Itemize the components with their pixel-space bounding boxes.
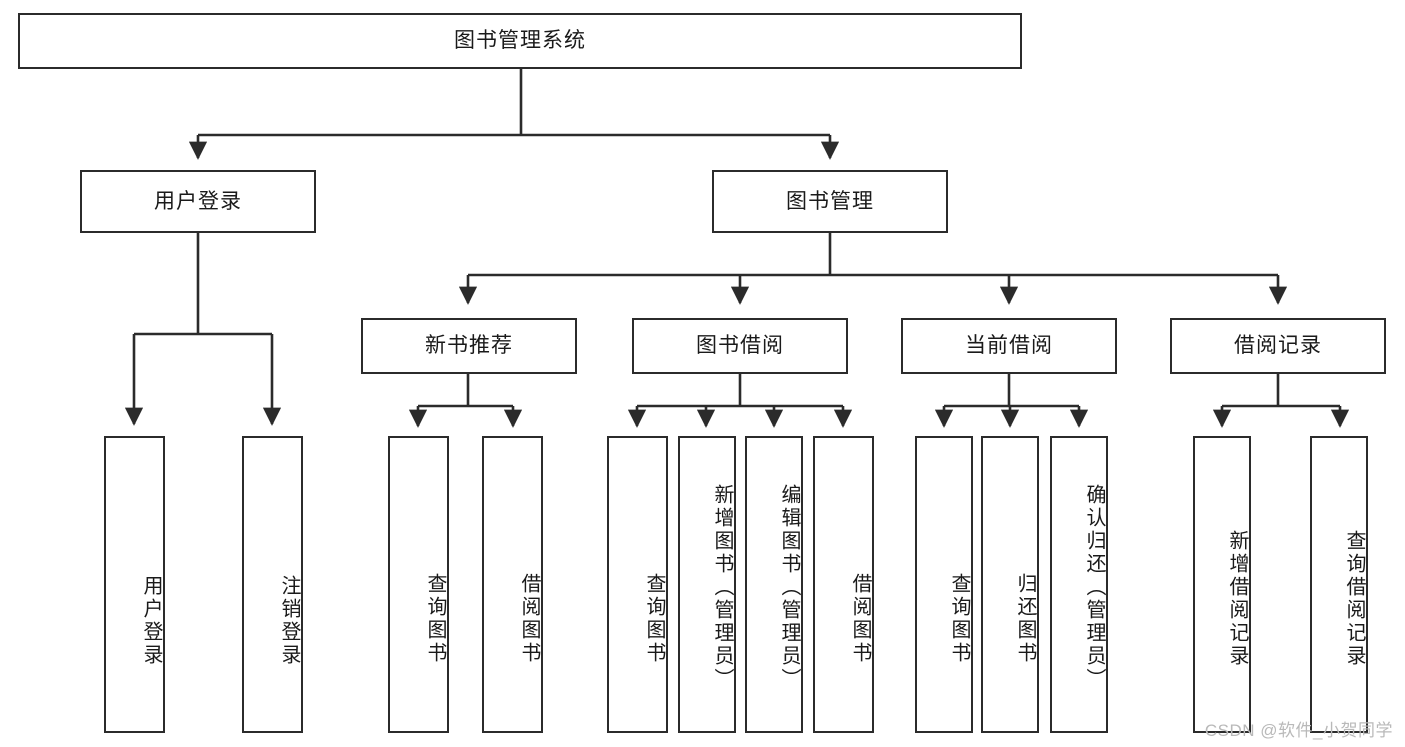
leaf-query-book-current[interactable]: 查询图书 [915,436,973,733]
node-new-book-recommend[interactable]: 新书推荐 [361,318,577,374]
leaf-return-book[interactable]: 归还图书 [981,436,1039,733]
leaf-add-book-admin[interactable]: 新增图书（管理员） [678,436,736,733]
leaf-add-borrow-record[interactable]: 新增借阅记录 [1193,436,1251,733]
leaf-query-borrow-record[interactable]: 查询借阅记录 [1310,436,1368,733]
watermark-text: CSDN @软件_小贺同学 [1204,721,1393,740]
leaf-logout-login[interactable]: 注销登录 [242,436,303,733]
leaf-user-login[interactable]: 用户登录 [104,436,165,733]
node-user-login[interactable]: 用户登录 [80,170,316,233]
leaf-query-book-borrow[interactable]: 查询图书 [607,436,668,733]
node-current-borrow[interactable]: 当前借阅 [901,318,1117,374]
leaf-confirm-return-admin[interactable]: 确认归还（管理员） [1050,436,1108,733]
node-root-system[interactable]: 图书管理系统 [18,13,1022,69]
node-book-borrow[interactable]: 图书借阅 [632,318,848,374]
node-book-management[interactable]: 图书管理 [712,170,948,233]
leaf-edit-book-admin[interactable]: 编辑图书（管理员） [745,436,803,733]
node-borrow-record[interactable]: 借阅记录 [1170,318,1386,374]
leaf-query-book-recommend[interactable]: 查询图书 [388,436,449,733]
leaf-borrow-book-recommend[interactable]: 借阅图书 [482,436,543,733]
leaf-borrow-book[interactable]: 借阅图书 [813,436,874,733]
